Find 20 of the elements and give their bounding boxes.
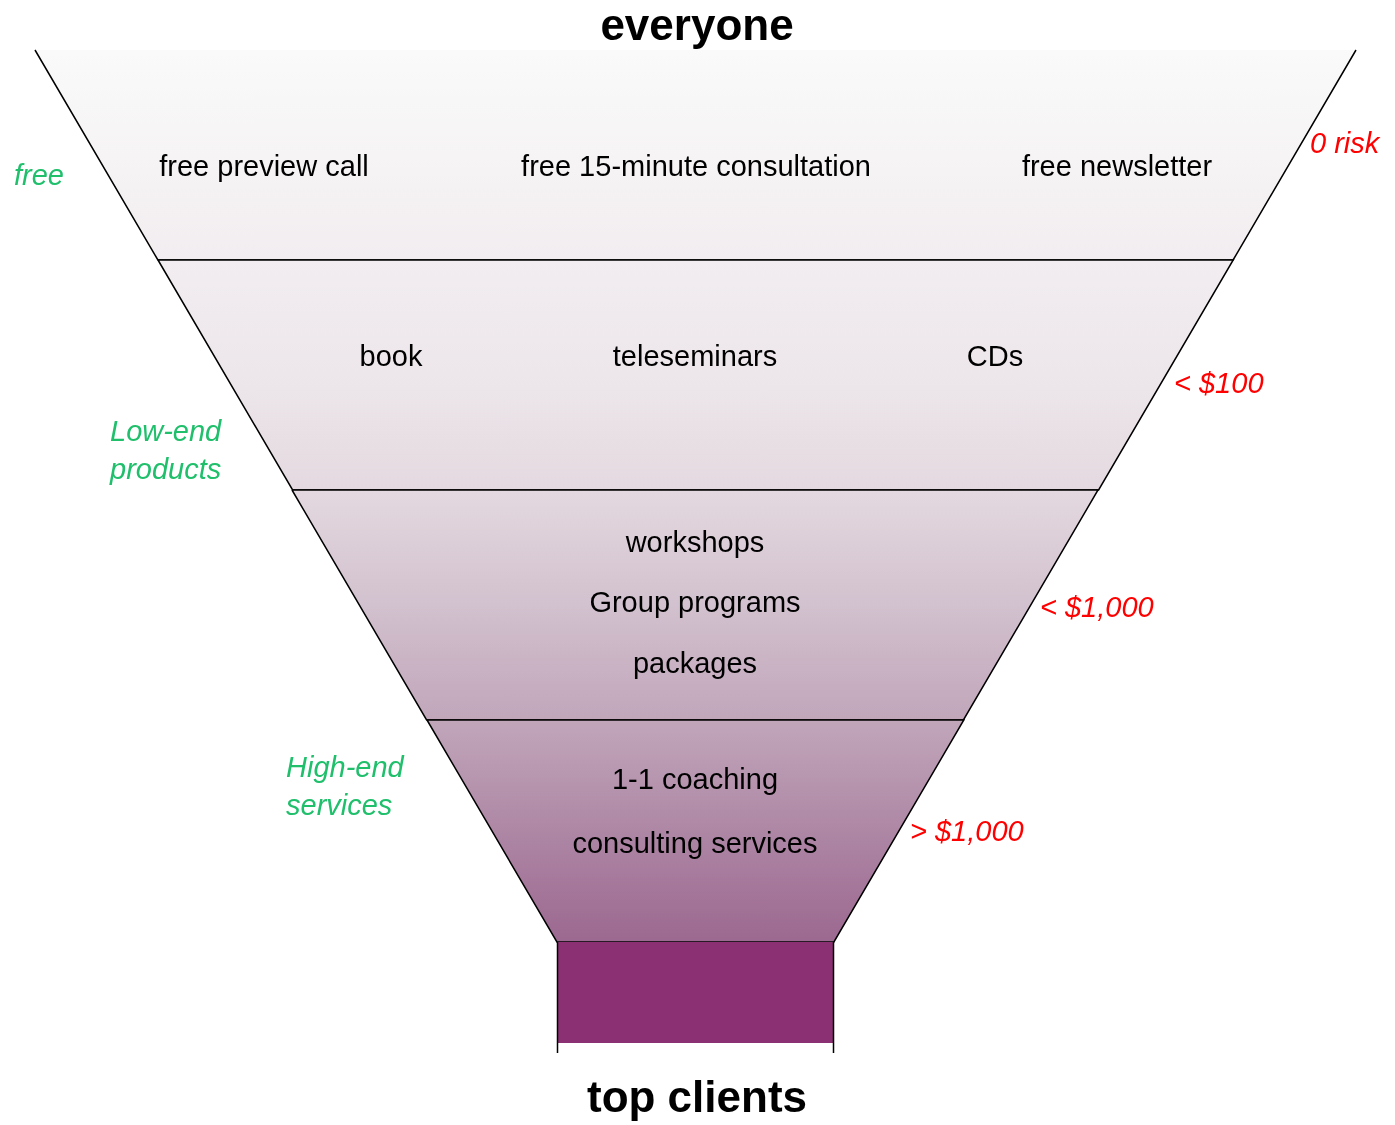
offer-label: packages (632, 648, 758, 680)
offer-label: teleseminars (612, 341, 778, 373)
offer-label: book (359, 341, 423, 373)
tier-label: High-end services (286, 750, 406, 823)
offer-label: Group programs (589, 587, 801, 619)
offer-label: workshops (625, 527, 765, 559)
offer-label: free preview call (159, 151, 369, 183)
offer-label: 1-1 coaching (611, 764, 778, 796)
price-label: < $100 (1174, 366, 1264, 401)
tier-label: free (14, 158, 64, 193)
tier-label: Low-end products (110, 414, 223, 487)
caption: top clients (587, 1072, 807, 1122)
offer-label: free 15-minute consultation (521, 151, 871, 183)
price-label: 0 risk (1310, 126, 1380, 161)
offer-label: free newsletter (1021, 151, 1213, 183)
title: everyone (600, 0, 794, 50)
price-label: > $1,000 (910, 814, 1024, 849)
offer-label: consulting services (572, 828, 818, 860)
price-label: < $1,000 (1040, 590, 1154, 625)
offer-label: CDs (966, 341, 1024, 373)
